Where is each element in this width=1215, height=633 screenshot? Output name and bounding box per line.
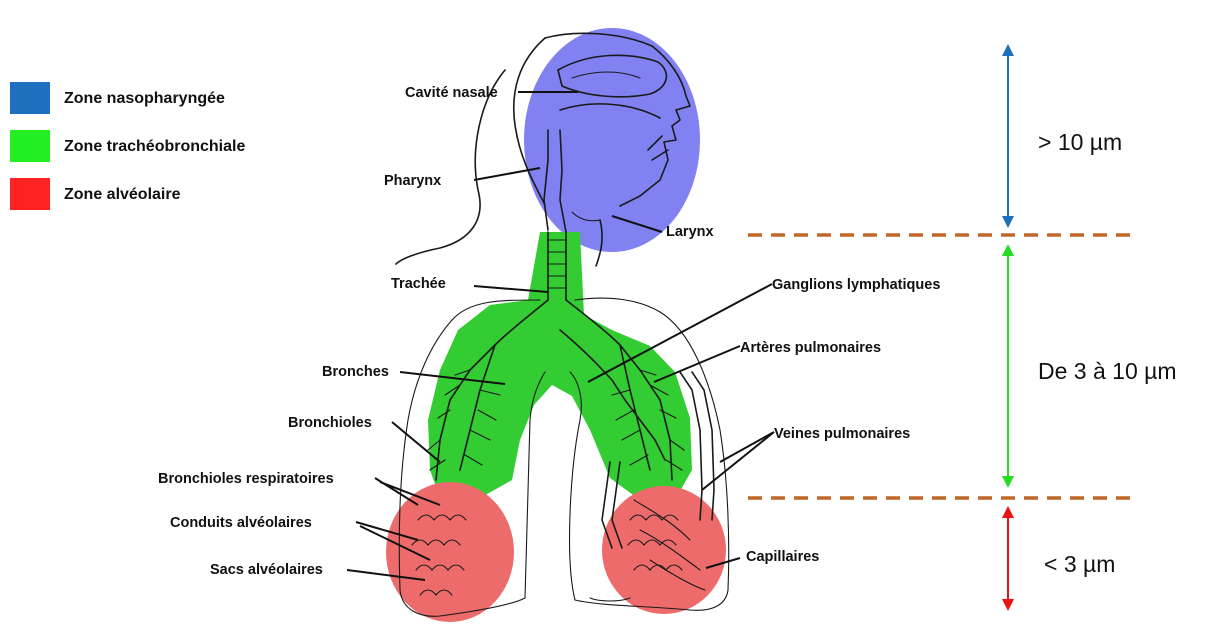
label-sacs-alveolaires: Sacs alvéolaires	[210, 562, 323, 578]
label-capillaires: Capillaires	[746, 549, 819, 565]
left-alveolar-zone	[386, 482, 514, 622]
right-alveolar-zone	[602, 486, 726, 614]
label-conduits-alveolaires: Conduits alvéolaires	[170, 515, 312, 531]
label-arteres-pulmonaires: Artères pulmonaires	[740, 340, 881, 356]
size-label-upper: > 10 µm	[1038, 129, 1122, 155]
label-pharynx: Pharynx	[384, 173, 441, 189]
label-ganglions-lymphatiques: Ganglions lymphatiques	[772, 277, 940, 293]
label-cavite-nasale: Cavité nasale	[405, 85, 498, 101]
label-bronchioles: Bronchioles	[288, 415, 372, 431]
label-trachee: Trachée	[391, 276, 446, 292]
label-bronches: Bronches	[322, 364, 389, 380]
size-label-middle: De 3 à 10 µm	[1038, 358, 1177, 384]
size-label-lower: < 3 µm	[1044, 551, 1115, 577]
label-bronchioles-respiratoires: Bronchioles respiratoires	[158, 471, 334, 487]
tracheobronchial-zone	[428, 232, 692, 500]
label-veines-pulmonaires: Veines pulmonaires	[774, 426, 910, 442]
label-larynx: Larynx	[666, 224, 714, 240]
